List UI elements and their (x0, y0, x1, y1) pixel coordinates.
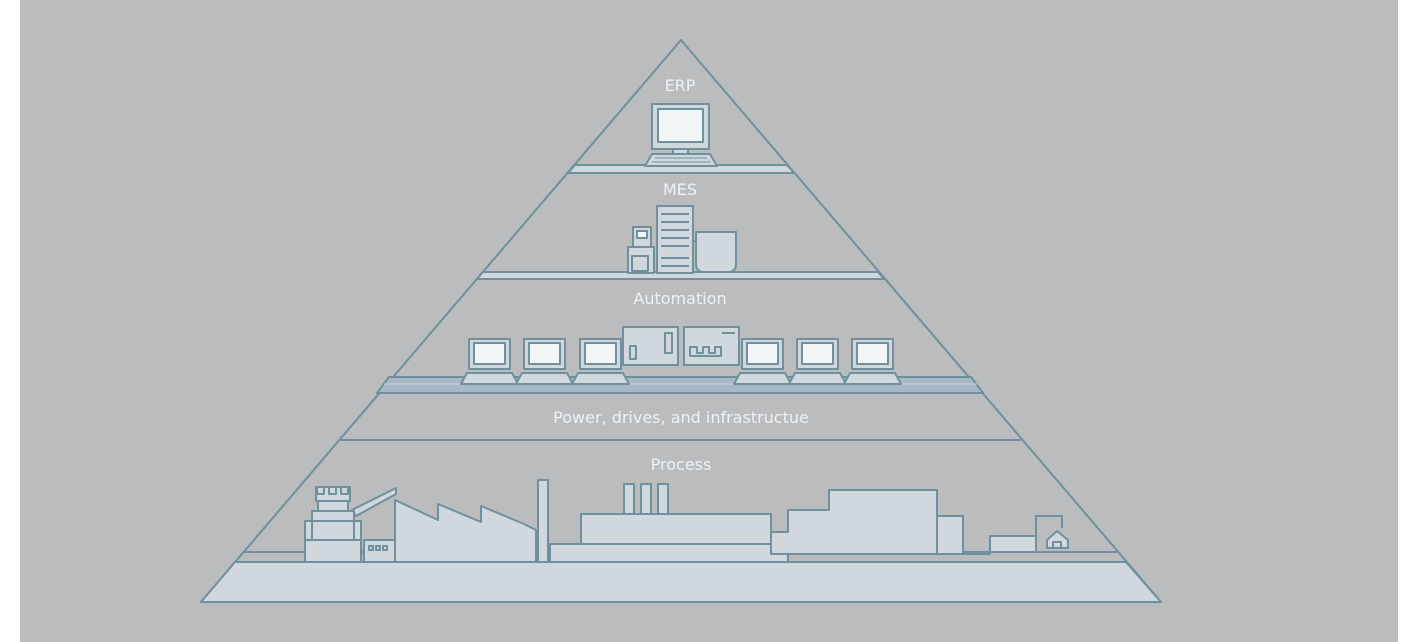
workstation-icon (515, 338, 574, 385)
controller-icon (622, 326, 679, 366)
workstation-icon (733, 338, 792, 385)
process-plant-icon (304, 479, 1069, 563)
level-label-power: Power, drives, and infrastructue (553, 408, 809, 427)
workstation-icon (843, 338, 902, 385)
workstation-icon (460, 338, 519, 385)
controller-icon (683, 326, 740, 366)
level-label-automation: Automation (633, 289, 726, 308)
automation-icons (460, 326, 902, 385)
base-band (200, 561, 1162, 603)
level-label-process: Process (651, 455, 712, 474)
workstation-icon (788, 338, 847, 385)
level-label-erp: ERP (665, 76, 696, 95)
level-label-mes: MES (663, 180, 697, 199)
workstation-icon (571, 338, 630, 385)
mes-server-icon (627, 205, 737, 274)
erp-computer-icon (644, 103, 718, 167)
mes-shelf (476, 271, 885, 280)
